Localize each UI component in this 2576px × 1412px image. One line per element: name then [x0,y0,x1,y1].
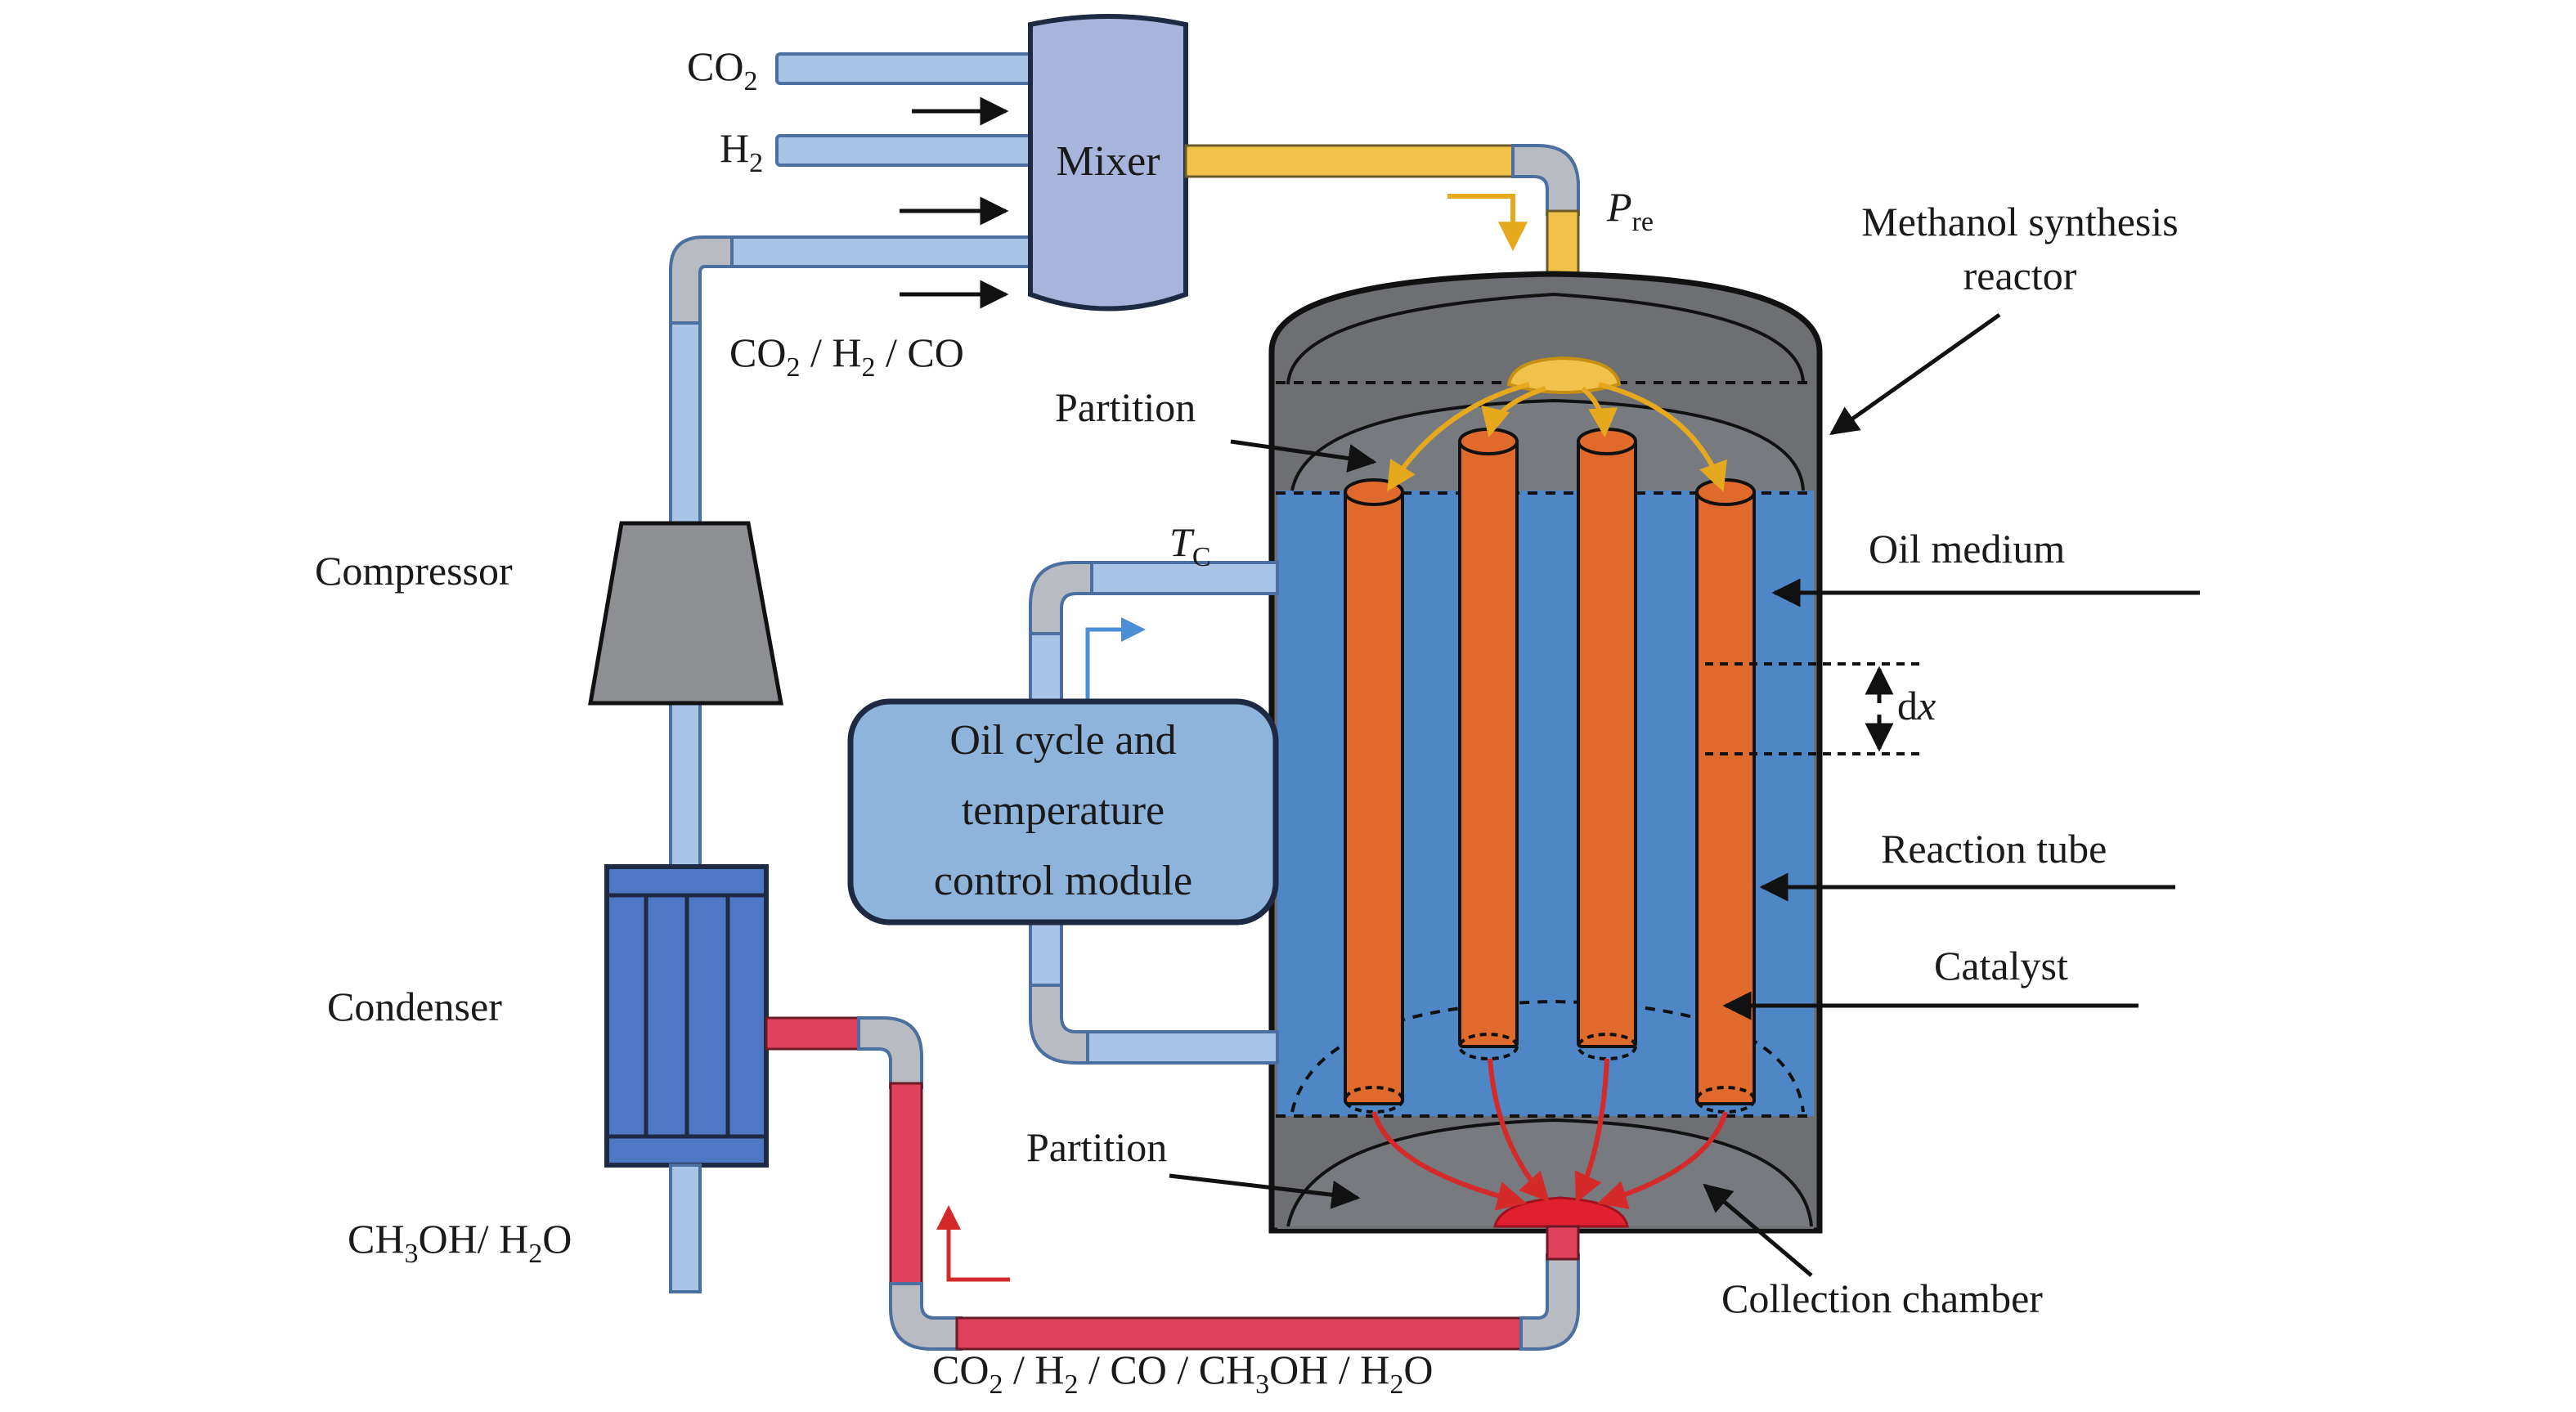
reaction-tube-4-bottom [1695,1086,1756,1114]
oil-flow-arrow [1085,617,1146,703]
oil-pipe-upper [1029,632,1063,705]
mixer-label: Mixer [1056,138,1160,185]
coll-arrow-1 [1371,1111,1527,1211]
outlet-gas-label: CO2 / H2 / CO / CH3OH / H2O [932,1347,1434,1400]
reactor-label-line-1: Methanol synthesis [1861,199,2178,244]
oil-elbow-bottom [1029,984,1093,1065]
reaction-tube-1-bottom [1344,1086,1404,1114]
reaction-tube-2-bottom [1458,1033,1519,1060]
reaction-tube-1 [1344,489,1404,1105]
outlet-pipe-top [765,1016,864,1051]
oil-control-module [847,698,1279,926]
bottom-partition [1286,1118,1813,1227]
reaction-tube-2-top [1458,428,1519,455]
compressor-label: Compressor [315,548,513,594]
dx-indicator: dx [1705,662,1936,755]
dist-arrow-4 [1598,382,1727,492]
p-re-label: Pre [1606,184,1654,237]
gas-distributor [1506,356,1622,394]
reaction-tube-4-top [1695,478,1756,506]
oil-elbow-top [1029,561,1093,639]
coll-arrow-2 [1488,1058,1550,1203]
mixer: Mixer [1028,14,1188,312]
outlet-pipe-bottom [955,1316,1527,1351]
h2-label: H2 [720,125,763,178]
partition-top-label: Partition [1055,384,1196,430]
reactor-top-inner-line [1286,292,1805,385]
outlet-elbow-bottom [889,1282,963,1351]
reactor-label-line-2: reactor [1963,253,2077,298]
co2-inlet-pipe [775,52,1032,85]
dist-arrow-1 [1387,382,1530,492]
feed-elbow [1511,144,1580,216]
reaction-tube-3-bottom [1577,1033,1637,1060]
coll-arrow-3 [1574,1058,1609,1204]
oil-return-pipe [1086,1030,1279,1065]
oil-loop: Oil cycle and temperature control module [847,561,1279,1065]
compressor [588,521,783,876]
co2-label: CO2 [687,43,757,96]
oil-module-line-3: control module [934,858,1192,904]
reaction-tube-3 [1577,440,1637,1048]
collection-arrows [1371,1058,1728,1211]
reaction-tube-label: Reaction tube [1881,826,2107,872]
mixer-vessel [1028,14,1188,312]
compressor-body [588,521,783,706]
partition-bottom-label: Partition [1026,1124,1167,1170]
distribution-arrows [1387,382,1727,492]
compressor-to-condenser-pipe [669,702,702,876]
oil-module-line-1: Oil cycle and [949,717,1176,764]
outlet-pipe-reactor [1546,1225,1580,1261]
condenser [604,864,769,1293]
coll-arrow-4 [1597,1111,1728,1209]
feed-flow-arrow [1447,194,1528,252]
collection-chamber-label: Collection chamber [1721,1275,2043,1321]
condenser-label: Condenser [327,984,502,1029]
liquid-outlet-pipe [669,1163,702,1293]
outlet-elbow-top [857,1016,923,1089]
collection-chamber-pointer [1703,1183,1813,1277]
inlet-flow-arrows [900,96,1009,309]
dist-arrow-3 [1581,386,1618,438]
outlet-elbow-reactor [1519,1253,1580,1351]
oil-outlet-pipe [1086,561,1279,595]
partition-bottom-pointer [1169,1173,1361,1209]
dist-arrow-2 [1481,386,1546,437]
catalyst-label: Catalyst [1934,943,2068,988]
collection-outlet [1493,1196,1629,1228]
reaction-tube-4 [1695,489,1756,1105]
outlet-flow-arrow [936,1205,1010,1282]
t-c-label: TC [1169,519,1211,572]
dx-label: dx [1897,683,1936,728]
reaction-tube-2 [1458,440,1519,1048]
oil-medium-label: Oil medium [1869,526,2065,572]
recycle-gas-label: CO2 / H2 / CO [729,329,964,383]
reaction-tube-3-top [1577,428,1637,455]
partition-top-pointer [1230,439,1377,473]
reactor-pointer [1829,312,2001,436]
outlet-pipe [765,1016,1580,1351]
liquid-product-label: CH3OH/ H2O [348,1216,572,1269]
oil-module-line-2: temperature [962,787,1165,834]
h2-inlet-pipe [775,134,1032,167]
outlet-pipe-vertical [889,1082,923,1289]
recycle-pipe-horizontal [726,235,1032,268]
recycle-pipe-vertical [669,321,702,525]
recycle-elbow [669,235,734,329]
feed-pipe-horizontal [1184,144,1519,178]
